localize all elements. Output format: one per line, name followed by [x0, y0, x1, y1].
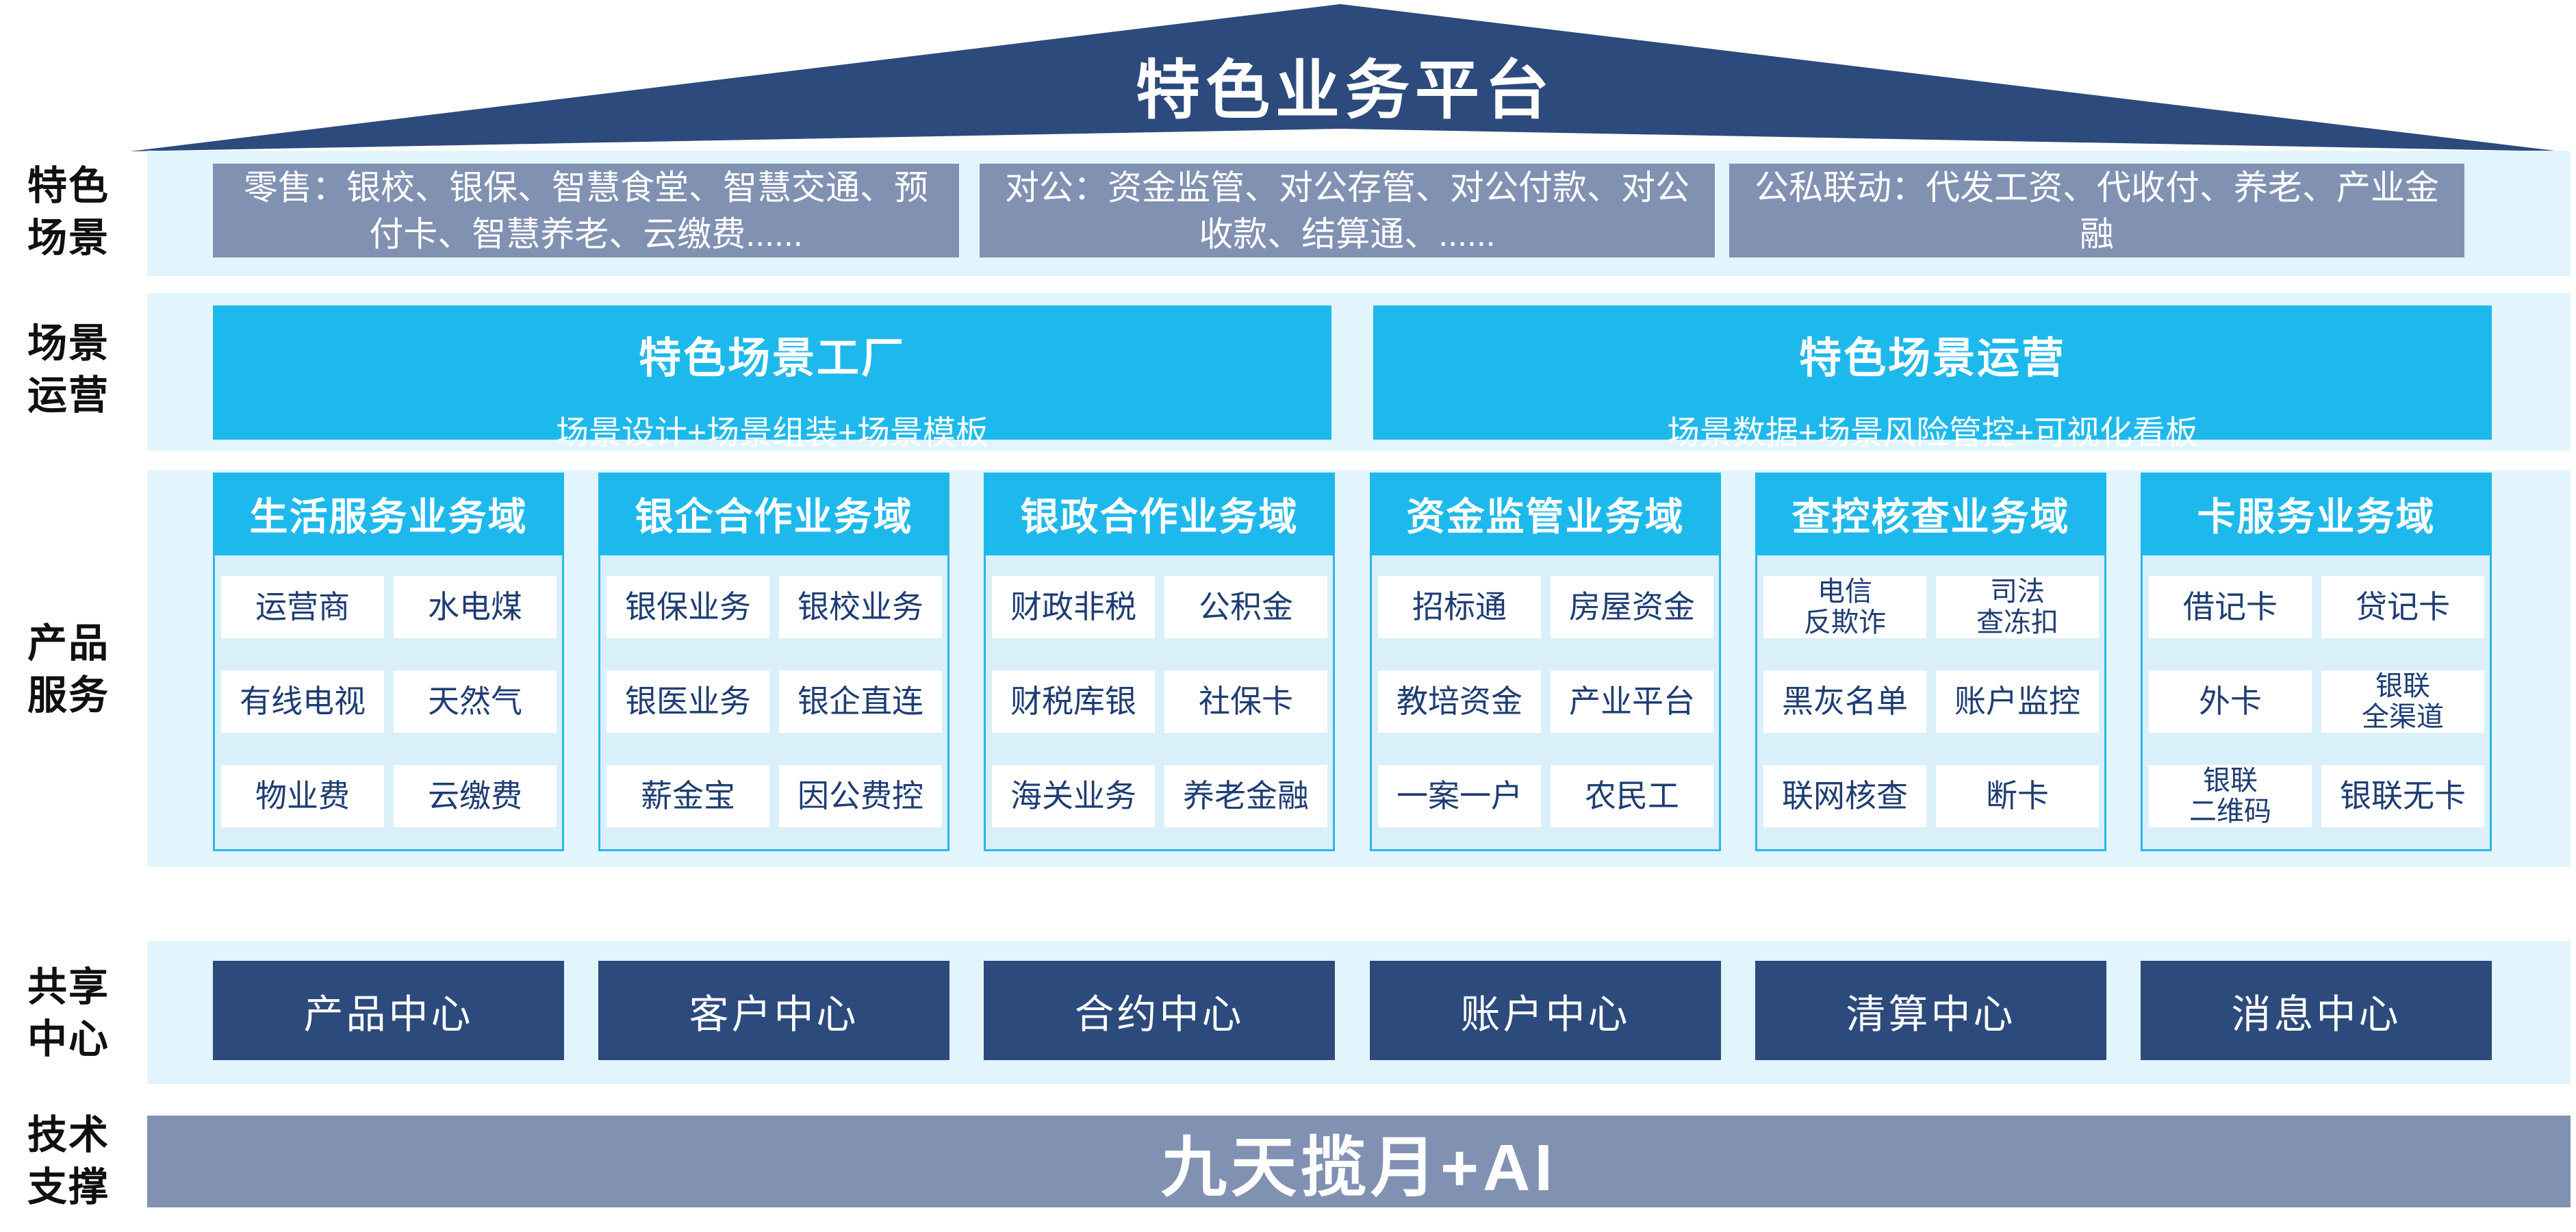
product-item-card: 黑灰名单: [1763, 670, 1926, 733]
product-item-card: 公积金: [1164, 576, 1327, 638]
product-item-card: 教培资金: [1378, 670, 1541, 733]
product-item-card: 因公费控: [779, 765, 942, 827]
product-item-card: 云缴费: [394, 765, 557, 827]
scene-operation-box: 特色场景运营 场景数据+场景风险管控+可视化看板: [1373, 305, 2492, 451]
scene-box-public-private: 公私联动：代发工资、代收付、养老、产业金融: [1729, 164, 2464, 257]
sidebar-label-line: 运营: [27, 373, 110, 418]
tech-support-bar: 九天揽月+AI: [147, 1116, 2571, 1207]
product-item-card: 电信 反欺诈: [1763, 576, 1926, 638]
product-item-card: 水电煤: [394, 576, 557, 638]
product-item-card: 银医业务: [607, 670, 769, 733]
center-box-account: 账户中心: [1370, 961, 1721, 1060]
product-column-fund-supervision: 资金监管业务域 招标通 房屋资金 教培资金 产业平台 一案一户 农民工: [1370, 473, 1721, 851]
sidebar-label-shared: 共享 中心: [0, 961, 137, 1066]
product-item-card: 农民工: [1551, 765, 1713, 827]
scene-factory-title: 特色场景工厂: [638, 335, 906, 382]
product-item-card: 银联无卡: [2321, 765, 2484, 827]
scene-factory-box: 特色场景工厂 场景设计+场景组装+场景模板: [213, 305, 1331, 451]
product-item-card: 借记卡: [2149, 576, 2312, 638]
product-item-card: 财政非税: [992, 576, 1155, 638]
scene-band: 零售：银校、银保、智慧食堂、智慧交通、预付卡、智慧养老、云缴费...... 对公…: [147, 151, 2571, 276]
product-item-card: 银保业务: [607, 576, 769, 638]
product-column-header: 查控核查业务域: [1755, 473, 2106, 555]
product-item-card: 房屋资金: [1551, 576, 1713, 638]
sidebar-label-line: 中心: [27, 1017, 110, 1061]
sidebar-label-operation: 场景 运营: [0, 318, 137, 422]
sidebar-label-line: 支撑: [27, 1165, 110, 1209]
center-box-customer: 客户中心: [598, 961, 949, 1060]
product-column-header: 生活服务业务域: [213, 473, 564, 555]
product-item-card: 银联 二维码: [2149, 765, 2312, 827]
center-box-contract: 合约中心: [984, 961, 1335, 1060]
product-item-card: 银企直连: [779, 670, 942, 733]
product-item-card: 物业费: [221, 765, 384, 827]
product-item-card: 养老金融: [1164, 765, 1327, 827]
product-item-card: 贷记卡: [2321, 576, 2484, 638]
product-item-card: 社保卡: [1164, 670, 1327, 733]
product-item-card: 招标通: [1378, 576, 1541, 638]
sidebar-label-line: 技术: [27, 1113, 110, 1157]
product-item-card: 财税库银: [992, 670, 1155, 733]
product-column-life-service: 生活服务业务域 运营商 水电煤 有线电视 天然气 物业费 云缴费: [213, 473, 564, 851]
product-column-header: 卡服务业务域: [2141, 473, 2492, 555]
product-column-body: 招标通 房屋资金 教培资金 产业平台 一案一户 农民工: [1370, 555, 1721, 851]
sidebar-label-line: 特色: [27, 164, 110, 208]
product-column-bank-enterprise: 银企合作业务域 银保业务 银校业务 银医业务 银企直连 薪金宝 因公费控: [598, 473, 949, 851]
product-band: 生活服务业务域 运营商 水电煤 有线电视 天然气 物业费 云缴费 银企合作业务域: [147, 470, 2571, 867]
sidebar-label-line: 场景: [27, 321, 110, 366]
scene-operation-subtitle: 场景数据+场景风险管控+可视化看板: [1666, 415, 2199, 451]
product-item-card: 运营商: [221, 576, 384, 638]
product-item-card: 有线电视: [221, 670, 384, 733]
center-box-product: 产品中心: [213, 961, 564, 1060]
shared-band: 产品中心 客户中心 合约中心 账户中心 清算中心 消息中心: [147, 941, 2571, 1084]
center-box-clearing: 清算中心: [1755, 961, 2106, 1060]
product-column-bank-government: 银政合作业务域 财政非税 公积金 财税库银 社保卡 海关业务 养老金融: [984, 473, 1335, 851]
product-item-card: 银联 全渠道: [2321, 670, 2484, 733]
product-column-body: 财政非税 公积金 财税库银 社保卡 海关业务 养老金融: [984, 555, 1335, 851]
product-column-header: 资金监管业务域: [1370, 473, 1721, 555]
product-item-card: 天然气: [394, 670, 557, 733]
scene-box-corporate: 对公：资金监管、对公存管、对公付款、对公收款、结算通、......: [980, 164, 1715, 257]
sidebar-label-line: 场景: [27, 216, 110, 260]
product-item-card: 账户监控: [1936, 670, 2099, 733]
product-item-card: 司法 查冻扣: [1936, 576, 2099, 638]
scene-factory-subtitle: 场景设计+场景组装+场景模板: [555, 415, 989, 451]
product-column-card-service: 卡服务业务域 借记卡 贷记卡 外卡 银联 全渠道 银联 二维码 银联无卡: [2141, 473, 2492, 851]
scene-box-retail: 零售：银校、银保、智慧食堂、智慧交通、预付卡、智慧养老、云缴费......: [213, 164, 959, 257]
scene-operation-title: 特色场景运营: [1798, 335, 2066, 382]
product-column-body: 运营商 水电煤 有线电视 天然气 物业费 云缴费: [213, 555, 564, 851]
product-item-card: 海关业务: [992, 765, 1155, 827]
product-item-card: 断卡: [1936, 765, 2099, 827]
product-column-header: 银企合作业务域: [598, 473, 949, 555]
product-item-card: 联网核查: [1763, 765, 1926, 827]
sidebar-label-line: 产品: [27, 621, 110, 666]
sidebar-label-tech: 技术 支撑: [0, 1109, 137, 1214]
product-column-body: 电信 反欺诈 司法 查冻扣 黑灰名单 账户监控 联网核查 断卡: [1755, 555, 2106, 851]
product-column-body: 借记卡 贷记卡 外卡 银联 全渠道 银联 二维码 银联无卡: [2141, 555, 2492, 851]
product-item-card: 产业平台: [1551, 670, 1713, 733]
product-column-inspection-verification: 查控核查业务域 电信 反欺诈 司法 查冻扣 黑灰名单 账户监控 联网核查 断卡: [1755, 473, 2106, 851]
roof-shape: [130, 4, 2560, 151]
product-item-card: 银校业务: [779, 576, 942, 638]
product-item-card: 外卡: [2149, 670, 2312, 733]
product-item-card: 一案一户: [1378, 765, 1541, 827]
sidebar-label-scene: 特色 场景: [0, 160, 137, 264]
platform-title: 特色业务平台: [1135, 54, 1555, 126]
sidebar-label-product: 产品 服务: [0, 618, 137, 722]
product-column-header: 银政合作业务域: [984, 473, 1335, 555]
product-item-card: 薪金宝: [607, 765, 769, 827]
product-column-body: 银保业务 银校业务 银医业务 银企直连 薪金宝 因公费控: [598, 555, 949, 851]
sidebar-label-line: 共享: [27, 965, 110, 1009]
operation-band: 特色场景工厂 场景设计+场景组装+场景模板 特色场景运营 场景数据+场景风险管控…: [147, 293, 2571, 451]
sidebar-label-line: 服务: [27, 673, 110, 718]
center-box-message: 消息中心: [2141, 961, 2492, 1060]
